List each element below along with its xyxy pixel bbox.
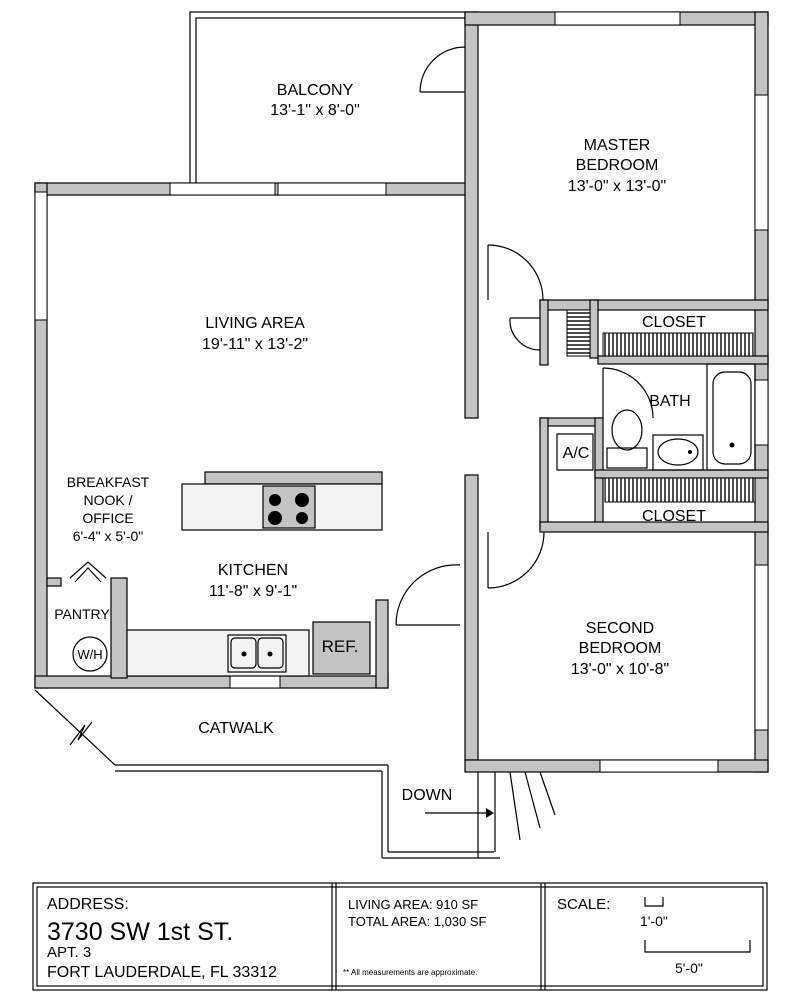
refrigerator-label: REF. [322, 637, 359, 656]
kitchen-label: KITCHEN [218, 562, 288, 579]
second-bedroom-size: 13'-0" x 10'-8" [571, 661, 669, 678]
toilet [606, 409, 648, 469]
balcony-door[interactable] [419, 46, 466, 93]
scale-bar-5ft [644, 940, 751, 953]
bathtub [706, 363, 756, 471]
breakfast-nook-size: 6'-4" x 5'-0" [73, 528, 144, 544]
address-city: FORT LAUDERDALE, FL 33312 [47, 964, 277, 981]
scale-large-label: 5'-0" [675, 960, 703, 976]
stairs[interactable] [425, 771, 556, 858]
ac-label: A/C [563, 445, 590, 462]
sink [652, 434, 704, 471]
scale-bar-1ft [644, 897, 664, 907]
closet-shelves [566, 309, 756, 503]
catwalk-label: CATWALK [198, 720, 274, 737]
ac-unit [556, 433, 594, 471]
water-heater [72, 636, 108, 672]
second-bedroom-label: SECOND [586, 620, 654, 637]
scale-small-label: 1'-0" [640, 913, 668, 929]
balcony-size: 13'-1" x 8'-0" [270, 102, 360, 119]
master-bedroom-size: 13'-0" x 13'-0" [568, 178, 666, 195]
second-bedroom-label-2: BEDROOM [579, 640, 662, 657]
kitchen-island [181, 483, 383, 531]
living-area-size: 19'-11" x 13'-2" [202, 336, 308, 353]
breakfast-nook-label-2: NOOK / [83, 492, 132, 508]
living-area-total: LIVING AREA: 910 SF [348, 897, 478, 912]
address-street: 3730 SW 1st ST. [47, 918, 233, 946]
address-unit: APT. 3 [47, 944, 91, 961]
refrigerator [312, 621, 371, 675]
windows [34, 11, 769, 773]
balcony-label: BALCONY [277, 82, 354, 99]
scale-label: SCALE: [557, 896, 610, 913]
catwalk [34, 689, 500, 859]
total-area: TOTAL AREA: 1,030 SF [348, 914, 487, 929]
address-label: ADDRESS: [47, 896, 129, 913]
closet-master-label: CLOSET [642, 314, 706, 331]
title-block: ADDRESS: 3730 SW 1st ST. APT. 3 FORT LAU… [32, 882, 768, 991]
living-area-label: LIVING AREA [205, 315, 305, 332]
stairs-down-label: DOWN [402, 787, 453, 804]
measurement-note: ** All measurements are approximate. [343, 968, 477, 977]
breakfast-nook-label: BREAKFAST [67, 474, 150, 490]
water-heater-label: W/H [77, 647, 102, 662]
bath-label: BATH [649, 393, 690, 410]
master-bedroom-label-2: BEDROOM [576, 157, 659, 174]
pantry-label: PANTRY [54, 606, 110, 622]
interior-doors[interactable] [69, 244, 654, 626]
kitchen-size: 11'-8" x 9'-1" [209, 583, 297, 600]
breakfast-nook-label-3: OFFICE [82, 510, 133, 526]
kitchen-counter [126, 629, 310, 677]
closet-second-label: CLOSET [642, 508, 706, 525]
master-bedroom-label: MASTER [584, 137, 651, 154]
